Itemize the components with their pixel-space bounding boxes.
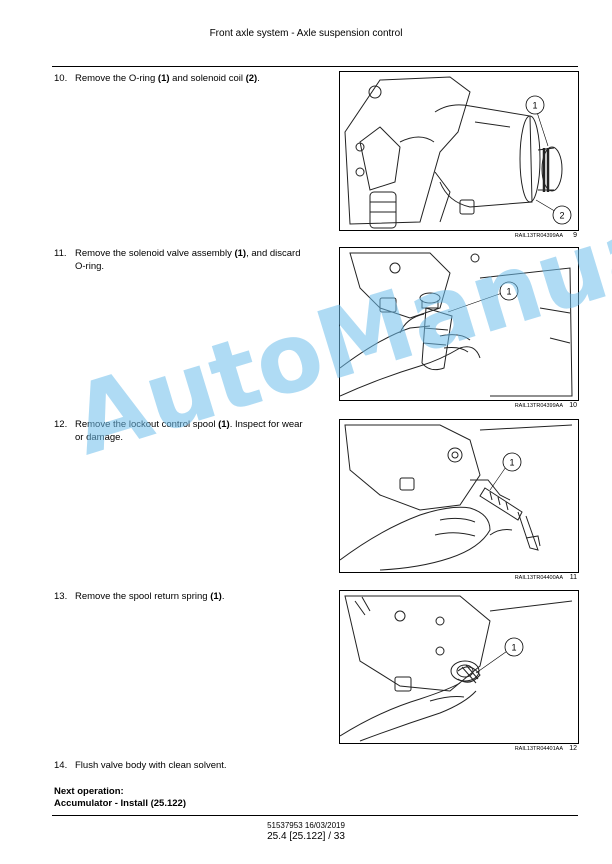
page-number: 25.4 [25.122] / 33 [267,831,345,842]
next-operation-link[interactable]: Accumulator - Install (25.122) [54,798,186,809]
callout-1-label: 1 [532,101,537,111]
callout-1-circle [504,637,524,657]
step-11: 11.Remove the solenoid valve assembly (1… [54,248,301,272]
callout-2-label: 2 [559,211,564,221]
header-rule [52,66,578,67]
step-number: 10. [54,73,68,84]
step-13: 13.Remove the spool return spring (1). [54,591,225,602]
figure-solenoid-coil: 1 2 [339,71,579,231]
figure-return-spring: 1 [339,590,579,744]
next-operation: Next operation: Accumulator - Install (2… [54,786,186,810]
callout-ref: (1) [157,73,170,84]
figure-lockout-spool: 1 [339,419,579,573]
callout-1-label: 1 [509,458,514,468]
step-number: 11. [54,248,67,259]
document-id: 51537953 16/03/2019 [267,821,345,830]
callout-1-label: 1 [506,287,511,297]
page-footer: 51537953 16/03/2019 25.4 [25.122] / 33 [0,820,612,842]
callout-2-circle [552,205,572,225]
step-number: 13. [54,591,68,602]
next-operation-label: Next operation: [54,786,124,797]
footer-rule [52,815,578,816]
step-12: 12.Remove the lockout control spool (1).… [54,419,303,443]
step-number: 12. [54,419,68,430]
callout-1-circle [525,95,545,115]
callout-1-circle [499,281,519,301]
step-10: 10.Remove the O-ring (1) and solenoid co… [54,73,260,84]
figure-solenoid-valve: 1 [339,247,579,401]
callout-ref: (1) [218,419,230,430]
callout-ref: (2) [245,73,258,84]
step-number: 14. [54,760,68,771]
callout-1-label: 1 [511,643,516,653]
page-header: Front axle system - Axle suspension cont… [209,28,403,39]
callout-ref: (1) [234,248,247,259]
callout-ref: (1) [210,591,222,602]
callout-1-circle [502,452,522,472]
step-14: 14.Flush valve body with clean solvent. [54,760,227,771]
